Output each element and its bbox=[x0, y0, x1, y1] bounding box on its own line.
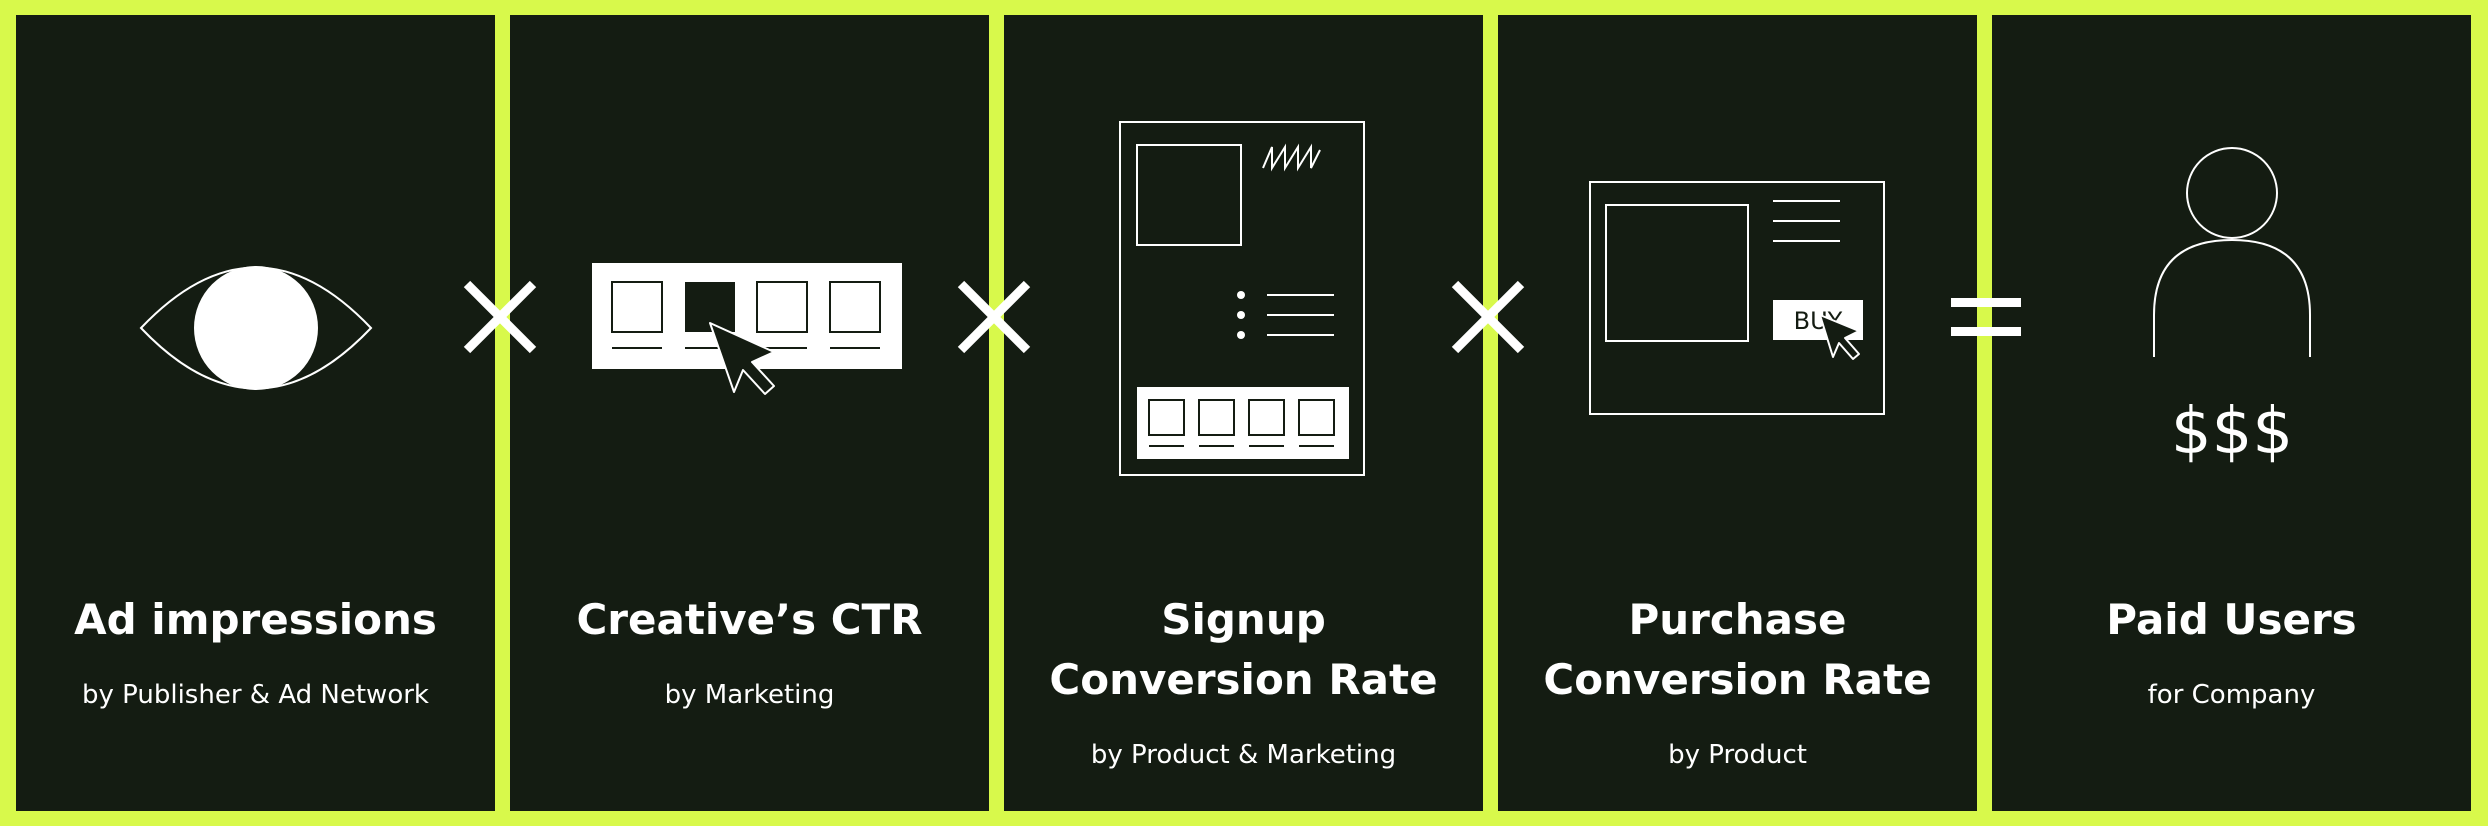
panel-title: Paid Users bbox=[2106, 595, 2357, 644]
signup-page-icon bbox=[1119, 121, 1365, 476]
panel-purchase-conversion-rate: BUY Purchase Conversion Rate by Product bbox=[1498, 15, 1977, 811]
panel-paid-users: $$$ Paid Users for Company bbox=[1992, 15, 2471, 811]
panel-subtitle: by Marketing bbox=[664, 680, 835, 710]
panel-title: Purchase Conversion Rate bbox=[1543, 595, 1932, 704]
panel-subtitle: by Publisher & Ad Network bbox=[82, 680, 429, 710]
eye-icon bbox=[139, 266, 373, 390]
panel-creatives-ctr: Creative’s CTR by Marketing bbox=[510, 15, 989, 811]
ad-banner-click-icon bbox=[592, 263, 902, 395]
equals-icon bbox=[1951, 298, 2021, 336]
user-icon: $$$ bbox=[2153, 147, 2311, 469]
panel-ad-impressions: Ad impressions by Publisher & Ad Network bbox=[16, 15, 495, 811]
panel-subtitle: for Company bbox=[2147, 680, 2316, 710]
panel-title: Signup Conversion Rate bbox=[1049, 595, 1438, 704]
purchase-page-icon: BUY bbox=[1589, 181, 1885, 415]
currency-label: $$$ bbox=[2171, 395, 2293, 469]
panel-subtitle: by Product bbox=[1668, 740, 1807, 770]
multiply-icon bbox=[957, 280, 1031, 354]
multiply-icon bbox=[463, 280, 537, 354]
panel-title: Ad impressions bbox=[74, 595, 437, 644]
panel-signup-conversion-rate: Signup Conversion Rate by Product & Mark… bbox=[1004, 15, 1483, 811]
multiply-icon bbox=[1451, 280, 1525, 354]
panel-title: Creative’s CTR bbox=[576, 595, 923, 644]
panel-subtitle: by Product & Marketing bbox=[1090, 740, 1397, 770]
